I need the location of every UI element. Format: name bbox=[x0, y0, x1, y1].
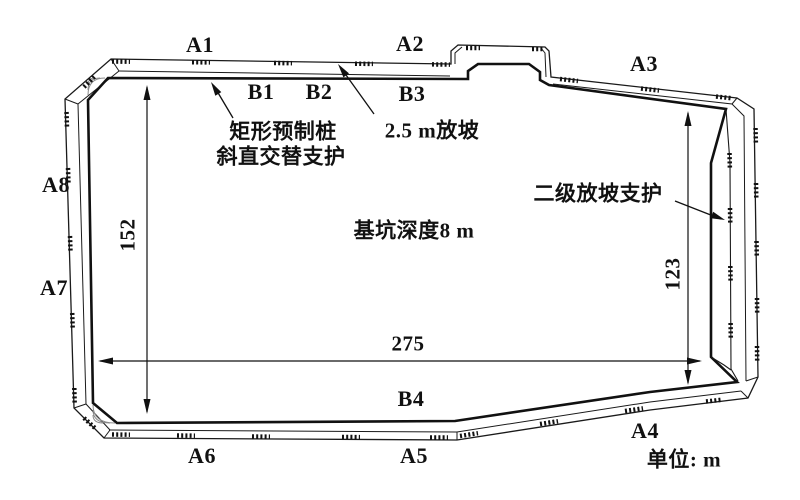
label-b3: B3 bbox=[398, 81, 426, 106]
label-a5: A5 bbox=[400, 443, 428, 468]
dimension-bottom-width: 275 bbox=[391, 331, 425, 356]
dimension-right-height: 123 bbox=[660, 257, 685, 291]
wall-hatch-marks bbox=[64, 45, 760, 440]
annotation-slope-note: 2.5 m放坡 bbox=[384, 118, 480, 143]
pit-inner-edge-outline bbox=[86, 62, 740, 425]
annotation-pile-support-line1: 矩形预制桩 bbox=[229, 119, 337, 144]
wall-band-inner-lines bbox=[64, 46, 759, 440]
label-b4: B4 bbox=[397, 386, 425, 411]
dimension-arrowheads bbox=[98, 85, 702, 414]
label-a4: A4 bbox=[631, 418, 659, 443]
annotation-unit: 单位: m bbox=[646, 447, 722, 472]
callout-arrows bbox=[211, 64, 725, 220]
label-a8: A8 bbox=[42, 172, 70, 197]
dimension-lines bbox=[100, 87, 700, 412]
dimension-left-height: 152 bbox=[115, 218, 140, 252]
annotation-two-stage-slope: 二级放坡支护 bbox=[533, 181, 663, 206]
label-a1: A1 bbox=[186, 32, 214, 57]
label-b1: B1 bbox=[247, 79, 275, 104]
annotation-pile-support-line2: 斜直交替支护 bbox=[216, 144, 346, 169]
label-a2: A2 bbox=[396, 31, 424, 56]
label-a3: A3 bbox=[630, 51, 658, 76]
label-b2: B2 bbox=[305, 79, 333, 104]
annotation-pit-depth: 基坑深度8 m bbox=[353, 218, 475, 243]
label-a7: A7 bbox=[40, 275, 68, 300]
label-a6: A6 bbox=[188, 443, 216, 468]
